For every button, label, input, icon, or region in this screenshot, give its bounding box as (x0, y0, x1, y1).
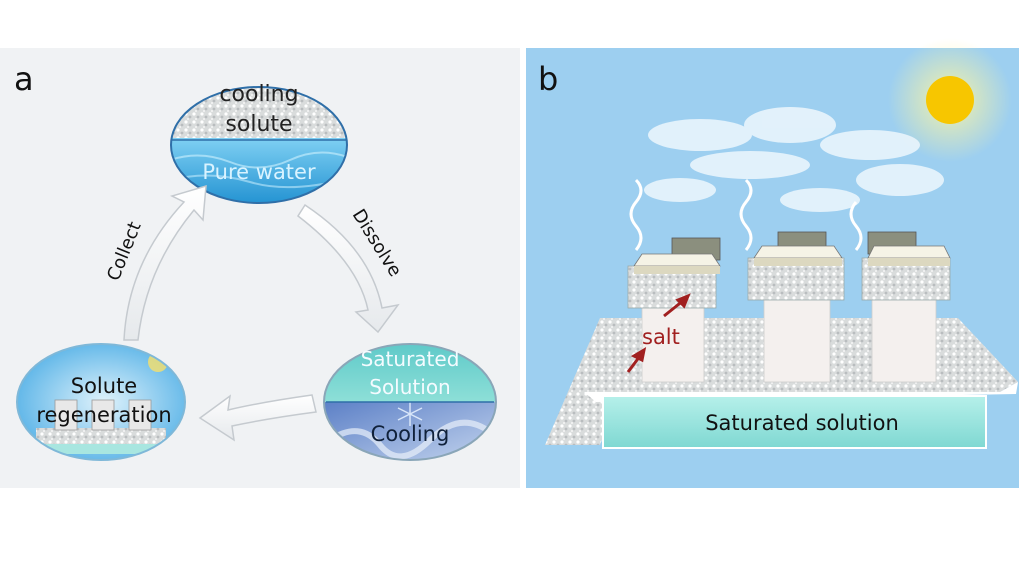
top-circle-text-cooling: cooling (219, 82, 298, 107)
left-circle-text-regeneration: regeneration (36, 403, 171, 427)
snowflake-icon (397, 402, 423, 426)
dissolve-arrow (296, 203, 400, 334)
top-circle-text-solute: solute (225, 112, 292, 137)
salt-label: salt (642, 325, 680, 349)
column-middle (747, 245, 845, 383)
salt-arrows (626, 293, 691, 373)
regenerate-arrow (198, 394, 317, 442)
column-right (861, 245, 951, 383)
panel-b-label: b (538, 60, 558, 98)
evaporation-arrows (629, 178, 863, 251)
saturated-solution-base (602, 395, 987, 449)
top-circle-text-pure-water: Pure water (202, 160, 316, 184)
saturated-solution-label: Saturated solution (705, 411, 899, 435)
panel-b: b Saturated solution (526, 38, 1019, 488)
left-circle: Solute regeneration (16, 343, 186, 461)
right-circle-text-saturated: Saturated (361, 347, 460, 371)
column-left (627, 253, 721, 383)
right-circle-text-solution: Solution (369, 375, 450, 399)
panel-a-label: a (14, 60, 34, 98)
sun-icon (926, 76, 974, 124)
collect-arrow (123, 184, 207, 341)
vapor-clouds (644, 107, 944, 212)
right-circle-text-cooling: Cooling (371, 422, 450, 446)
left-circle-text-solute: Solute (71, 374, 137, 398)
panel-a: a cooling solute Pure water (0, 48, 520, 488)
